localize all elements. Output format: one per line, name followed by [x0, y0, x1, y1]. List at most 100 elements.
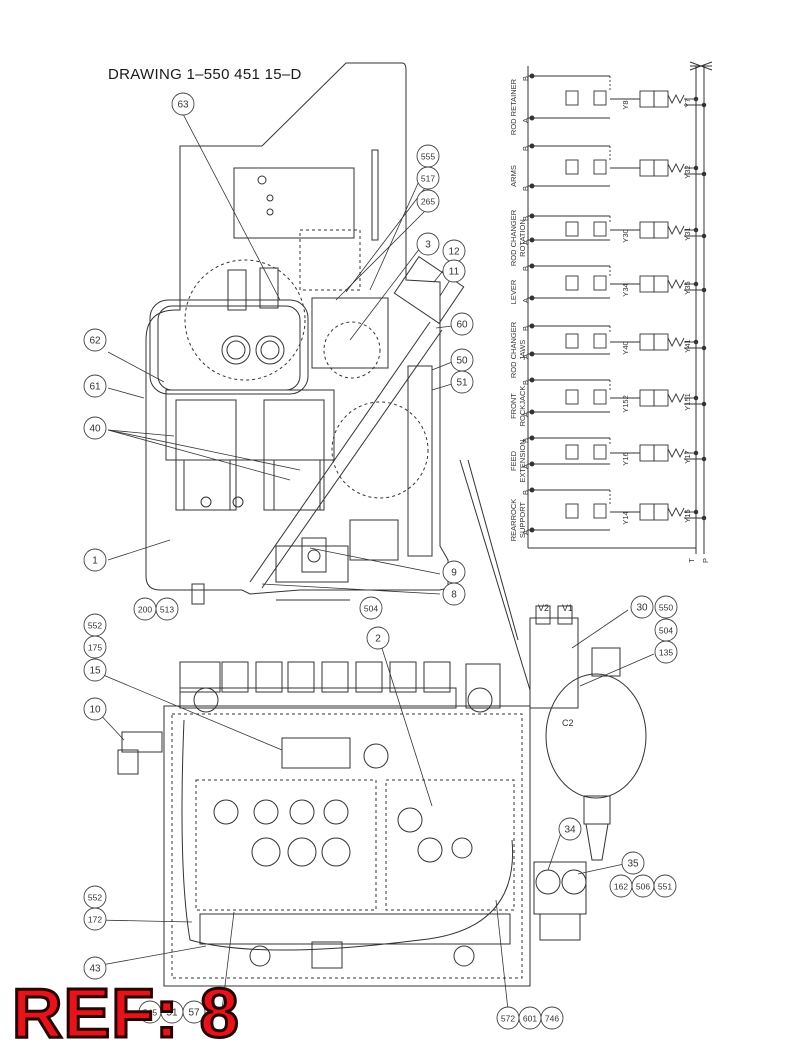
valve-label: Y17 [683, 450, 692, 463]
section-name: ROD CHANGER [509, 209, 518, 266]
port-label-v1: V1 [562, 603, 573, 613]
callout-number: 572 [501, 1014, 515, 1024]
junction-dot [701, 233, 707, 239]
valve-label: Y8 [621, 100, 630, 109]
port-a-label: A [521, 530, 530, 535]
filter-tube-edge [249, 321, 431, 583]
support-arm [459, 459, 531, 691]
callout-number: 552 [88, 621, 102, 631]
manifold-bar [179, 687, 457, 709]
drawing-title: DRAWING 1–550 451 15–D [108, 66, 302, 83]
check-valve [593, 333, 607, 349]
spool-box [653, 503, 669, 521]
callout-60: 60 [450, 312, 474, 336]
callout-number: 2 [375, 634, 381, 645]
section-name: LEVER [509, 279, 518, 304]
gauge-fitting [591, 647, 621, 677]
callout-number: 175 [88, 643, 102, 653]
accumulator-tip [585, 823, 609, 861]
callout-number: 550 [659, 603, 673, 613]
callout-circle [653, 874, 677, 898]
callout-circle [83, 416, 107, 440]
accumulator-neck [583, 795, 611, 825]
mount-plate [233, 167, 355, 239]
callout-746: 746 [540, 1006, 564, 1030]
callout-1: 1 [83, 548, 107, 572]
schematic-section-8 [528, 487, 707, 533]
callout-8: 8 [442, 582, 466, 606]
hydraulic-schematic [527, 61, 713, 554]
leader-lines [95, 113, 655, 1011]
valve-label: Y32 [683, 165, 692, 178]
valve-label: Y151 [683, 393, 692, 411]
spool-box [639, 444, 655, 462]
junction-dot [529, 487, 535, 493]
valve-label: Y35 [683, 281, 692, 294]
callout-circle [366, 626, 390, 650]
junction-dot [701, 345, 707, 351]
junction-dot [693, 339, 699, 345]
callout-circle [83, 328, 107, 352]
callout-number: 62 [89, 336, 101, 347]
callout-number: 555 [421, 152, 435, 162]
callout-number: 63 [177, 100, 189, 111]
valve-label: Y14 [621, 511, 630, 524]
callout-35: 35 [621, 851, 645, 875]
fitting [259, 267, 279, 309]
junction-dot [529, 527, 535, 533]
callout-number: 9 [451, 568, 457, 579]
spring [667, 506, 685, 518]
callout-number: 1 [92, 556, 98, 567]
valve-block-frame [149, 299, 309, 395]
spool-box [653, 90, 669, 108]
port-v2 [535, 605, 551, 625]
callout-circle [83, 907, 107, 931]
schematic-section-1 [528, 73, 707, 121]
callout-15: 15 [83, 658, 107, 682]
spring [667, 93, 685, 105]
spool-box [639, 221, 655, 239]
check-valve [593, 389, 607, 405]
callout-circle [630, 595, 654, 619]
junction-dot [693, 165, 699, 171]
callout-circle [654, 640, 678, 664]
spool-box [639, 159, 655, 177]
junction-dot [529, 377, 535, 383]
port-label-v2: V2 [538, 603, 549, 613]
lower-rail [199, 913, 511, 945]
callout-517: 517 [416, 166, 440, 190]
valve-base-1 [183, 459, 231, 511]
check-valve [593, 221, 607, 237]
callout-9: 9 [442, 560, 466, 584]
valve-label: Y152 [621, 395, 630, 413]
junction-dot [529, 351, 535, 357]
valve-base-2 [273, 459, 321, 511]
callout-circle [654, 595, 678, 619]
callout-10: 10 [83, 697, 107, 721]
callout-circle [83, 956, 107, 980]
relief-fitting [539, 913, 581, 941]
callout-43: 43 [83, 956, 107, 980]
valve-label: Y41 [683, 339, 692, 352]
junction-dot [529, 183, 535, 189]
schematic-section-3 [528, 213, 707, 243]
callout-34: 34 [558, 817, 582, 841]
schematic-section-5 [528, 323, 707, 357]
port [323, 799, 349, 825]
callout-circle [83, 658, 107, 682]
callout-175: 175 [83, 635, 107, 659]
callout-number: 135 [659, 648, 673, 658]
fitting-block [355, 661, 383, 693]
lower-assembly [117, 459, 647, 987]
junction-dot [693, 395, 699, 401]
junction-dot [529, 295, 535, 301]
spool-box [639, 389, 655, 407]
check-valve [593, 444, 607, 460]
port-a-label: A [521, 464, 530, 469]
section-name: REARROCK [509, 499, 518, 542]
callout-number: 60 [456, 320, 468, 331]
section-name: ARMS [509, 165, 518, 187]
port-a-label: A [521, 240, 530, 245]
junction-dot [693, 96, 699, 102]
